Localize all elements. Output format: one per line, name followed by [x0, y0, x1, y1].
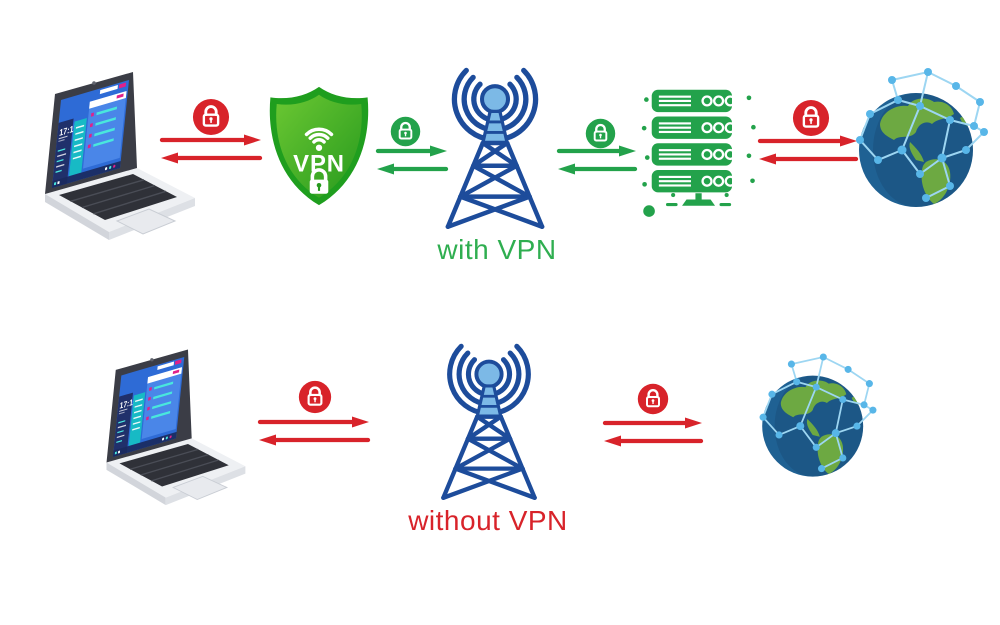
vpn-shield: [266, 84, 372, 208]
without-vpn-label: without VPN: [408, 505, 568, 536]
lock-icon-shield-tower: [390, 116, 421, 147]
arrow-pair-server-globe: [757, 135, 859, 165]
lock-icon-laptop-shield: [192, 98, 230, 136]
with-vpn-label: with VPN: [437, 234, 557, 265]
lock-icon-server-globe: [792, 99, 830, 137]
cell-tower: [430, 60, 560, 235]
arrow-pair-laptop-tower: [257, 416, 371, 446]
lock-icon-tower-globe: [637, 383, 669, 415]
internet-globe: [756, 348, 880, 490]
server-rack: [640, 88, 758, 220]
arrow-pair-tower-server: [556, 145, 638, 175]
internet-globe: [852, 62, 992, 222]
arrow-pair-shield-tower: [375, 145, 449, 175]
lock-icon-laptop-tower: [298, 380, 332, 414]
arrow-pair-laptop-shield: [159, 134, 263, 164]
cell-tower: [426, 336, 552, 506]
arrow-pair-tower-globe: [602, 417, 704, 447]
laptop: [88, 344, 250, 506]
